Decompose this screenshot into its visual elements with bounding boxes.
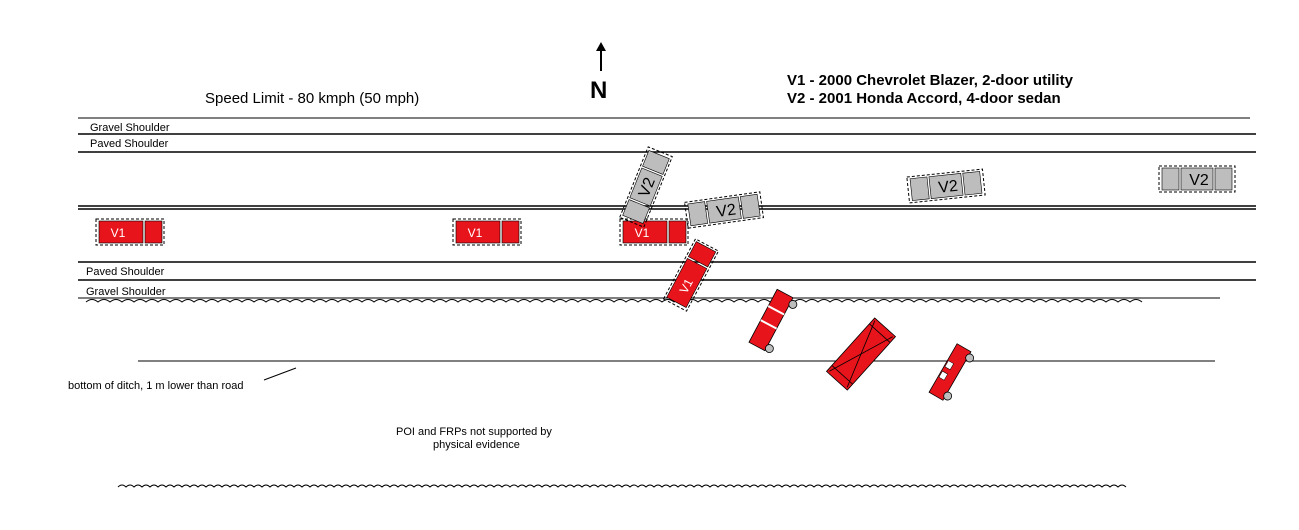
north-paved-shoulder-label: Paved Shoulder [90,138,169,150]
south-gravel-shoulder-label: Gravel Shoulder [86,286,166,298]
v2-position-east-2: V2 [1158,165,1236,193]
note-line-1: POI and FRPs not supported by [396,426,552,438]
v1-position-impact: V1 [619,218,689,246]
v2-position-impact-rotated: V2 [619,146,673,228]
south-paved-shoulder-label: Paved Shoulder [86,266,165,278]
north-gravel-shoulder-label: Gravel Shoulder [90,122,170,134]
v1-tag: V1 [111,226,126,240]
v1-tag: V1 [635,226,650,240]
v2-position-near-impact: V2 [684,191,764,229]
note-line-2: physical evidence [433,439,520,451]
v1-rollover-roof [825,317,897,391]
v2-tag: V2 [715,201,737,221]
v1-description: V1 - 2000 Chevrolet Blazer, 2-door utili… [787,72,1073,89]
v1-position-1: V1 [95,218,165,246]
v1-tag: V1 [468,226,483,240]
north-label: N [590,77,608,104]
v1-tag: V1 [677,276,696,296]
north-arrow-icon [596,42,606,71]
ditch-far-edge [117,484,1127,488]
v1-rollover-side-2 [928,343,975,401]
v2-description: V2 - 2001 Honda Accord, 4-door sedan [787,90,1061,107]
ditch-leader-line [263,367,297,381]
v1-position-2: V1 [452,218,522,246]
ditch-top-edge [85,299,1143,303]
ditch-label: bottom of ditch, 1 m lower than road [68,380,244,392]
v2-position-east-1: V2 [906,168,986,204]
road-lines [78,117,1256,381]
v1-position-post-impact: V1 [663,238,719,312]
v2-tag: V2 [636,175,659,200]
v2-tag: V2 [1189,172,1209,189]
speed-limit-label: Speed Limit - 80 kmph (50 mph) [205,90,420,107]
v2-tag: V2 [938,178,959,197]
v1-rollover-side-1 [748,288,798,353]
